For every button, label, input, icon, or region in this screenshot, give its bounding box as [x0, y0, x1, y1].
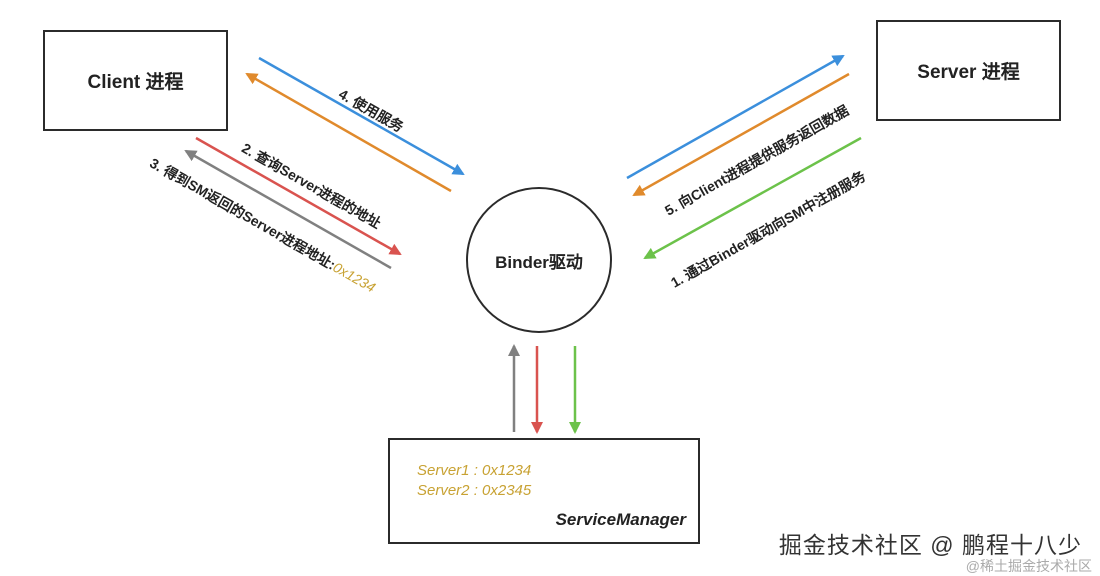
service-manager-title: ServiceManager [555, 510, 686, 529]
arrow-register [643, 136, 862, 260]
arrow-query-address [195, 136, 402, 256]
arrow-server-to-server [626, 54, 845, 180]
sm-entry-server2: Server2 : 0x2345 [417, 482, 532, 499]
client-process-box: Client 进程 [43, 30, 228, 131]
service-manager-box: Server1 : 0x1234 Server2 : 0x2345 Servic… [388, 438, 700, 544]
arrow-return-to-client [245, 72, 452, 193]
arrow-provide-service [632, 72, 850, 197]
server-process-box: Server 进程 [876, 20, 1061, 121]
server-process-label: Server 进程 [917, 62, 1020, 83]
binder-driver-label: Binder驱动 [495, 252, 583, 272]
arrow-use-service [258, 56, 465, 176]
binder-driver-node: Binder驱动 [466, 187, 612, 333]
watermark-sub: @稀土掘金技术社区 [965, 558, 1092, 574]
arrow-get-address [184, 149, 392, 270]
watermark: 掘金技术社区 @ 鹏程十八少 [778, 532, 1082, 558]
sm-entry-server1: Server1 : 0x1234 [417, 462, 532, 479]
client-process-label: Client 进程 [87, 72, 184, 93]
